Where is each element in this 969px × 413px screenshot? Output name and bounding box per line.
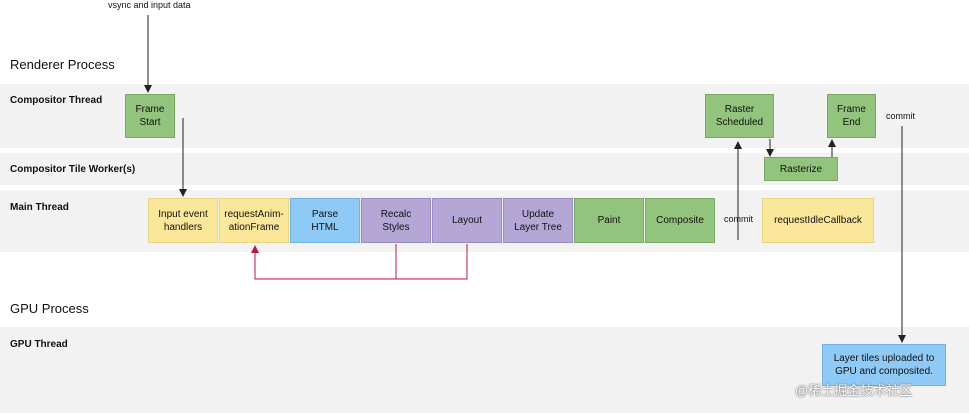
- watermark-text: @稀土掘金技术社区: [795, 383, 913, 398]
- gpu-thread-label: GPU Thread: [10, 339, 68, 350]
- update-layer-tree-box: Update Layer Tree: [503, 198, 573, 243]
- gpu-upload-box: Layer tiles uploaded to GPU and composit…: [822, 344, 946, 386]
- input-event-handlers-box: Input event handlers: [148, 198, 218, 243]
- layout-box: Layout: [432, 198, 502, 243]
- request-idle-callback-box: requestIdleCallback: [762, 198, 874, 243]
- commit-annotation-gpu: commit: [886, 111, 915, 121]
- frame-start-box: Frame Start: [125, 94, 175, 138]
- parse-html-box: Parse HTML: [290, 198, 360, 243]
- compositor-thread-label: Compositor Thread: [10, 95, 103, 106]
- tile-worker-label: Compositor Tile Worker(s): [10, 164, 136, 175]
- recalc-styles-box: Recalc Styles: [361, 198, 431, 243]
- raster-scheduled-box: Raster Scheduled: [705, 94, 774, 138]
- renderer-process-title: Renderer Process: [10, 57, 115, 72]
- raf-box: requestAnim- ationFrame: [219, 198, 289, 243]
- composite-box: Composite: [645, 198, 715, 243]
- frame-end-box: Frame End: [827, 94, 876, 138]
- vsync-annotation: vsync and input data: [108, 0, 191, 10]
- main-thread-label: Main Thread: [10, 202, 69, 213]
- rasterize-box: Rasterize: [764, 157, 838, 181]
- gpu-thread-lane: [0, 327, 969, 413]
- layout-feedback-line: [395, 244, 468, 280]
- paint-box: Paint: [574, 198, 644, 243]
- layout-feedback-arrow: [251, 245, 396, 280]
- gpu-process-title: GPU Process: [10, 301, 89, 316]
